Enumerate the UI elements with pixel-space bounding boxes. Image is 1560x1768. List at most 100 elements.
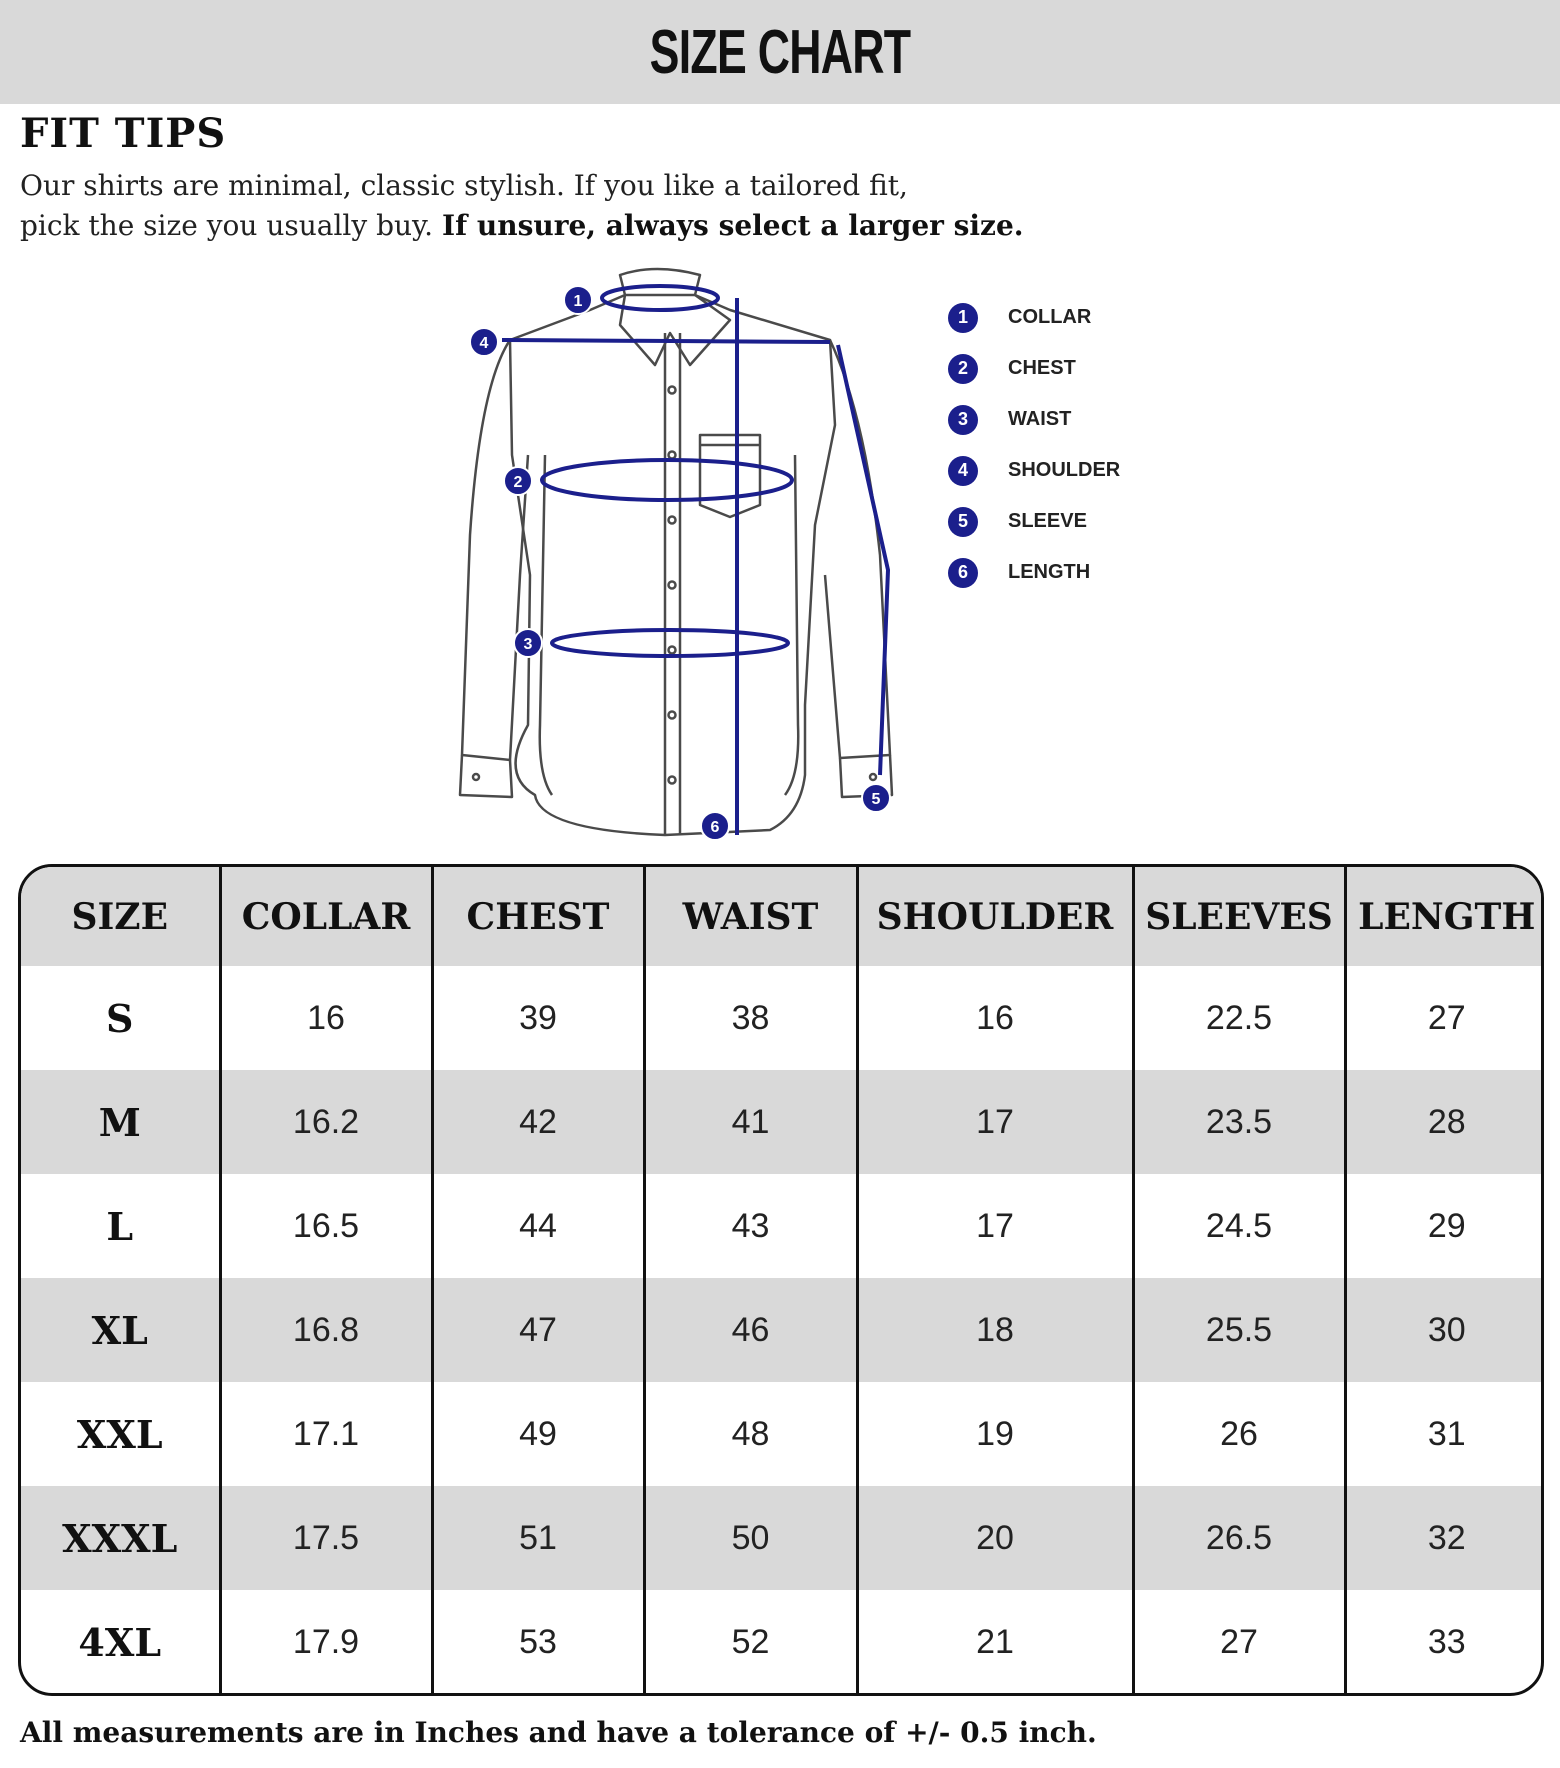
fit-tips-line-2-bold: If unsure, always select a larger size.	[441, 209, 1024, 242]
waist-cell: 43	[642, 1174, 857, 1278]
shoulder-cell: 18	[855, 1278, 1133, 1382]
legend-number: 1	[948, 302, 978, 333]
header-collar: COLLAR	[218, 867, 432, 966]
length-cell: 30	[1343, 1278, 1541, 1382]
waist-cell: 52	[642, 1590, 857, 1693]
measurement-footnote: All measurements are in Inches and have …	[20, 1716, 1097, 1749]
table-row: S 16 39 38 16 22.5 27	[21, 966, 1541, 1070]
fit-tips-line-2: pick the size you usually buy. If unsure…	[20, 206, 1120, 246]
waist-cell: 38	[642, 966, 857, 1070]
size-cell: XXXL	[62, 1515, 178, 1561]
waist-cell: 50	[642, 1486, 857, 1590]
size-cell: XL	[91, 1307, 148, 1353]
sleeves-cell: 24.5	[1131, 1174, 1345, 1278]
fit-tips-line-1: Our shirts are minimal, classic stylish.…	[20, 169, 908, 202]
size-table-container: SIZE COLLAR CHEST WAIST SHOULDER SLEEVES…	[18, 864, 1544, 1696]
size-cell: XXL	[76, 1411, 163, 1457]
legend-item-waist: 3 WAIST	[948, 394, 1188, 445]
sleeves-cell: 22.5	[1131, 966, 1345, 1070]
svg-text:5: 5	[872, 791, 881, 808]
svg-text:3: 3	[524, 636, 533, 653]
svg-text:6: 6	[711, 819, 720, 836]
table-row: 4XL 17.9 53 52 21 27 33	[21, 1590, 1541, 1693]
waist-measure-line	[550, 628, 790, 658]
marker-6: 6	[700, 811, 730, 841]
header-shoulder: SHOULDER	[855, 867, 1133, 966]
length-cell: 27	[1343, 966, 1541, 1070]
marker-2: 2	[503, 466, 533, 496]
shoulder-cell: 21	[855, 1590, 1133, 1693]
length-cell: 29	[1343, 1174, 1541, 1278]
chest-cell: 44	[430, 1174, 644, 1278]
waist-cell: 48	[642, 1382, 857, 1486]
table-header-row: SIZE COLLAR CHEST WAIST SHOULDER SLEEVES…	[21, 867, 1541, 966]
size-cell: M	[98, 1099, 141, 1145]
sleeves-cell: 25.5	[1131, 1278, 1345, 1382]
header-sleeves: SLEEVES	[1131, 867, 1345, 966]
chest-cell: 39	[430, 966, 644, 1070]
fit-tips-line-2-regular: pick the size you usually buy.	[20, 209, 442, 242]
chest-cell: 53	[430, 1590, 644, 1693]
page-title: SIZE CHART	[649, 17, 911, 87]
fit-tips-heading: FIT TIPS	[20, 110, 227, 157]
chest-cell: 49	[430, 1382, 644, 1486]
waist-cell: 41	[642, 1070, 857, 1174]
legend-item-length: 6 LENGTH	[948, 547, 1188, 598]
svg-text:2: 2	[514, 474, 523, 491]
shoulder-measure-line	[501, 338, 831, 344]
marker-3: 3	[513, 628, 543, 658]
size-cell: L	[106, 1203, 134, 1249]
sleeves-cell: 23.5	[1131, 1070, 1345, 1174]
fit-tips-text: Our shirts are minimal, classic stylish.…	[20, 166, 1120, 246]
length-cell: 28	[1343, 1070, 1541, 1174]
shirt-measurement-diagram: 1 4 2 3 5 6	[458, 267, 894, 841]
header-waist: WAIST	[642, 867, 857, 966]
collar-cell: 16.8	[218, 1278, 432, 1382]
header-chest: CHEST	[430, 867, 644, 966]
legend-label: CHEST	[1008, 357, 1076, 379]
size-cell: 4XL	[78, 1619, 162, 1665]
legend-number: 3	[948, 404, 978, 435]
collar-cell: 17.9	[218, 1590, 432, 1693]
legend-label: WAIST	[1008, 408, 1072, 430]
legend-number: 2	[948, 353, 978, 384]
legend-label: LENGTH	[1008, 561, 1091, 583]
collar-measure-line	[600, 284, 720, 312]
table-row: XXXL 17.5 51 50 20 26.5 32	[21, 1486, 1541, 1590]
shoulder-cell: 17	[855, 1070, 1133, 1174]
marker-1: 1	[563, 285, 593, 315]
size-cell: S	[106, 995, 134, 1041]
collar-cell: 17.1	[218, 1382, 432, 1486]
collar-cell: 16.2	[218, 1070, 432, 1174]
chest-measure-line	[540, 458, 794, 502]
legend-number: 6	[948, 557, 978, 588]
legend-number: 5	[948, 506, 978, 537]
legend-label: SLEEVE	[1008, 510, 1087, 532]
chest-cell: 51	[430, 1486, 644, 1590]
sleeves-cell: 26	[1131, 1382, 1345, 1486]
legend-item-sleeve: 5 SLEEVE	[948, 496, 1188, 547]
legend-label: COLLAR	[1008, 306, 1092, 328]
svg-text:1: 1	[574, 293, 583, 310]
measurement-markers: 1 4 2 3 5 6	[469, 285, 891, 841]
table-row: L 16.5 44 43 17 24.5 29	[21, 1174, 1541, 1278]
collar-cell: 16.5	[218, 1174, 432, 1278]
size-table: SIZE COLLAR CHEST WAIST SHOULDER SLEEVES…	[21, 867, 1541, 1693]
shoulder-cell: 16	[855, 966, 1133, 1070]
svg-text:4: 4	[480, 335, 489, 352]
length-cell: 31	[1343, 1382, 1541, 1486]
measurement-lines	[501, 284, 891, 835]
waist-cell: 46	[642, 1278, 857, 1382]
legend-label: SHOULDER	[1008, 459, 1121, 481]
length-cell: 32	[1343, 1486, 1541, 1590]
shoulder-cell: 20	[855, 1486, 1133, 1590]
collar-cell: 16	[218, 966, 432, 1070]
legend-item-collar: 1 COLLAR	[948, 292, 1188, 343]
table-row: XXL 17.1 49 48 19 26 31	[21, 1382, 1541, 1486]
collar-cell: 17.5	[218, 1486, 432, 1590]
marker-4: 4	[469, 327, 499, 357]
shirt-outline	[458, 267, 894, 837]
chest-cell: 42	[430, 1070, 644, 1174]
header-size: SIZE	[71, 895, 169, 938]
length-cell: 33	[1343, 1590, 1541, 1693]
